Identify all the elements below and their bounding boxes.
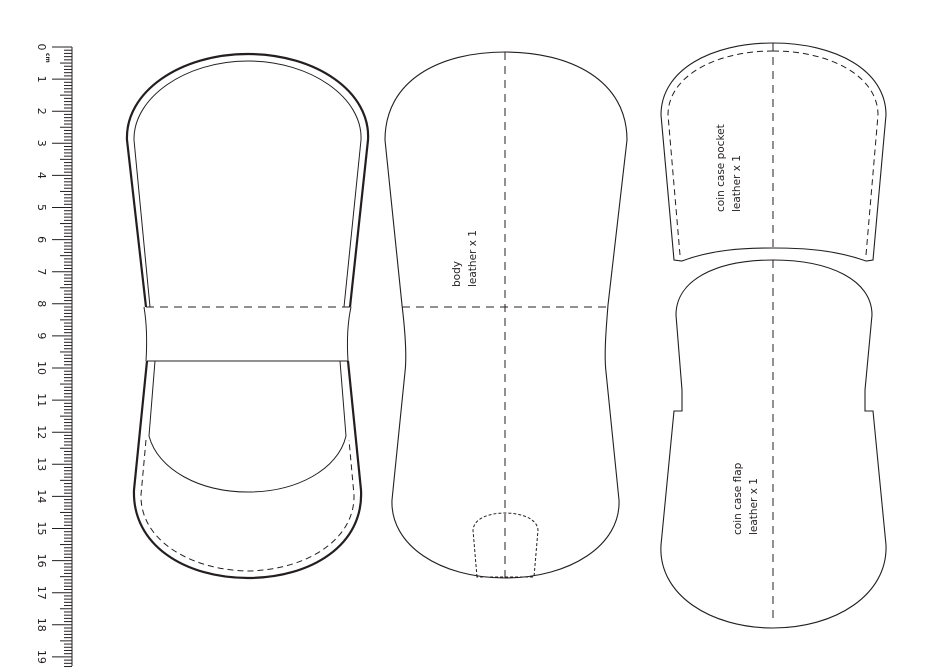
ruler-label: 17 — [35, 586, 48, 600]
body-strap-slot-outline — [472, 512, 539, 578]
ruler-label: 9 — [35, 332, 48, 339]
ruler-label: 15 — [35, 522, 48, 536]
ruler-label: 11 — [35, 393, 48, 407]
assembly-pocket-curve — [148, 435, 347, 493]
flap-label-line-2: leather x 1 — [748, 478, 760, 535]
pocket-outline — [660, 42, 887, 262]
ruler-label: 6 — [35, 236, 48, 243]
assembly-top-outer-outline — [125, 52, 370, 308]
ruler-label: 0 — [35, 44, 48, 51]
ruler-label: 7 — [35, 268, 48, 275]
flap-label-line-1: coin case flap — [732, 462, 744, 535]
coin-case-pocket-piece: coin case pocket leather x 1 — [660, 42, 887, 262]
body-label: body leather x 1 — [451, 230, 479, 287]
ruler-label: 1 — [35, 76, 48, 83]
pocket-stitch-line — [667, 50, 879, 256]
assembly-bottom-outer-outline — [132, 360, 363, 580]
ruler-label: 18 — [35, 618, 48, 632]
ruler-label: 5 — [35, 204, 48, 211]
assembly-waist-right — [346, 306, 352, 362]
ruler-label: 12 — [35, 425, 48, 439]
ruler-label: 2 — [35, 108, 48, 115]
flap-label: coin case flap leather x 1 — [732, 462, 760, 535]
body-label-line-1: body — [451, 261, 463, 287]
pocket-label-line-1: coin case pocket — [715, 124, 727, 212]
assembly-waist-left — [143, 306, 148, 362]
coin-case-assembly-piece — [125, 52, 370, 580]
body-label-line-2: leather x 1 — [467, 230, 479, 287]
ruler-label: 3 — [35, 140, 48, 147]
assembly-pocket-inner-right — [339, 360, 347, 437]
ruler-label: 4 — [35, 172, 48, 179]
ruler-label: 19 — [35, 650, 48, 664]
ruler-label: 13 — [35, 457, 48, 471]
ruler-ticks — [52, 46, 72, 668]
coin-case-flap-piece: coin case flap leather x 1 — [660, 259, 887, 629]
assembly-top-inner-outline — [133, 60, 362, 308]
ruler-label: 16 — [35, 554, 48, 568]
ruler-label: 10 — [35, 361, 48, 375]
body-outline — [384, 51, 628, 579]
pocket-label-line-2: leather x 1 — [731, 155, 743, 212]
assembly-pocket-inner-left — [148, 360, 156, 437]
body-piece: body leather x 1 — [384, 51, 628, 579]
ruler-unit-label: cm — [44, 53, 51, 63]
pocket-label: coin case pocket leather x 1 — [715, 124, 743, 212]
ruler-label: 8 — [35, 300, 48, 307]
ruler-label: 14 — [35, 489, 48, 503]
assembly-stitch-line — [140, 439, 355, 572]
